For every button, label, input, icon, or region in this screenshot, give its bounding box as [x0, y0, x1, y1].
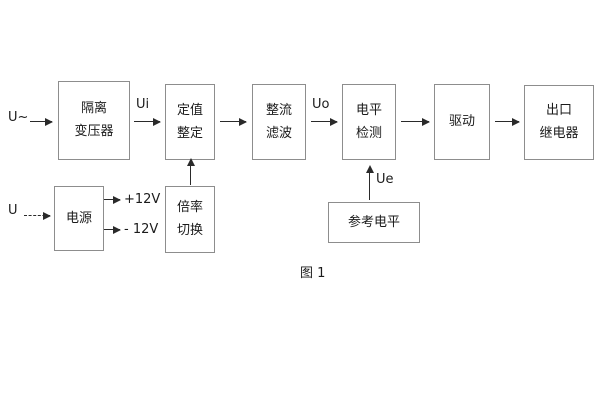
block-isolation-transformer: 隔离变压器	[58, 81, 130, 160]
block-setting-value: 定值整定	[165, 84, 215, 160]
conn-rectify-to-level	[311, 117, 338, 126]
block-label-line2: 切换	[176, 223, 203, 238]
block-reference-level: 参考电平	[328, 202, 420, 243]
block-label-line1: 参考电平	[347, 214, 400, 230]
block-label-line2: 检测	[355, 125, 382, 141]
block-label-line1: 电平	[355, 102, 382, 118]
conn-power-plus12v	[104, 195, 121, 204]
conn-reference-to-level	[365, 165, 374, 200]
block-output-relay: 出口继电器	[524, 85, 594, 160]
conn-power-minus12v	[104, 225, 121, 234]
block-label-line2: 滤波	[265, 125, 292, 141]
conn-setting-to-rectify	[220, 117, 247, 126]
conn-transformer-to-setting	[134, 117, 161, 126]
block-label-line1: 出口	[545, 103, 572, 119]
block-label-line1: 隔离	[80, 101, 107, 117]
figure-caption: 图 1	[300, 266, 326, 281]
block-label-line1: 电源	[65, 210, 92, 226]
conn-level-to-drive	[401, 117, 430, 126]
block-label-line1: 整流	[265, 102, 292, 118]
block-label-line1: 驱动	[448, 114, 475, 130]
block-drive: 驱动	[434, 84, 490, 160]
signal-label-u-dc: U	[8, 203, 18, 218]
signal-label-minus-12v: - 12V	[124, 222, 159, 237]
block-label-line2: 整定	[176, 125, 203, 141]
signal-label-plus-12v: +12V	[124, 192, 161, 207]
conn-u-to-power	[24, 211, 51, 220]
block-label-line2: 变压器	[74, 124, 114, 139]
block-power-supply: 电源	[54, 186, 104, 251]
signal-label-ui: Ui	[136, 97, 150, 112]
block-ratio-switch: 倍率切换	[165, 186, 215, 253]
conn-ratio-to-setting	[186, 158, 195, 185]
block-rectify-filter: 整流滤波	[252, 84, 306, 160]
block-label-line2: 继电器	[539, 126, 579, 141]
conn-drive-to-relay	[495, 117, 520, 126]
signal-label-uo: Uo	[312, 97, 330, 112]
signal-label-ue: Ue	[376, 172, 394, 187]
block-level-detection: 电平检测	[342, 84, 396, 160]
block-label-line1: 定值	[176, 102, 203, 118]
conn-u-to-transformer	[30, 117, 53, 126]
signal-label-u-ac: U~	[8, 110, 29, 125]
block-label-line1: 倍率	[176, 200, 203, 216]
